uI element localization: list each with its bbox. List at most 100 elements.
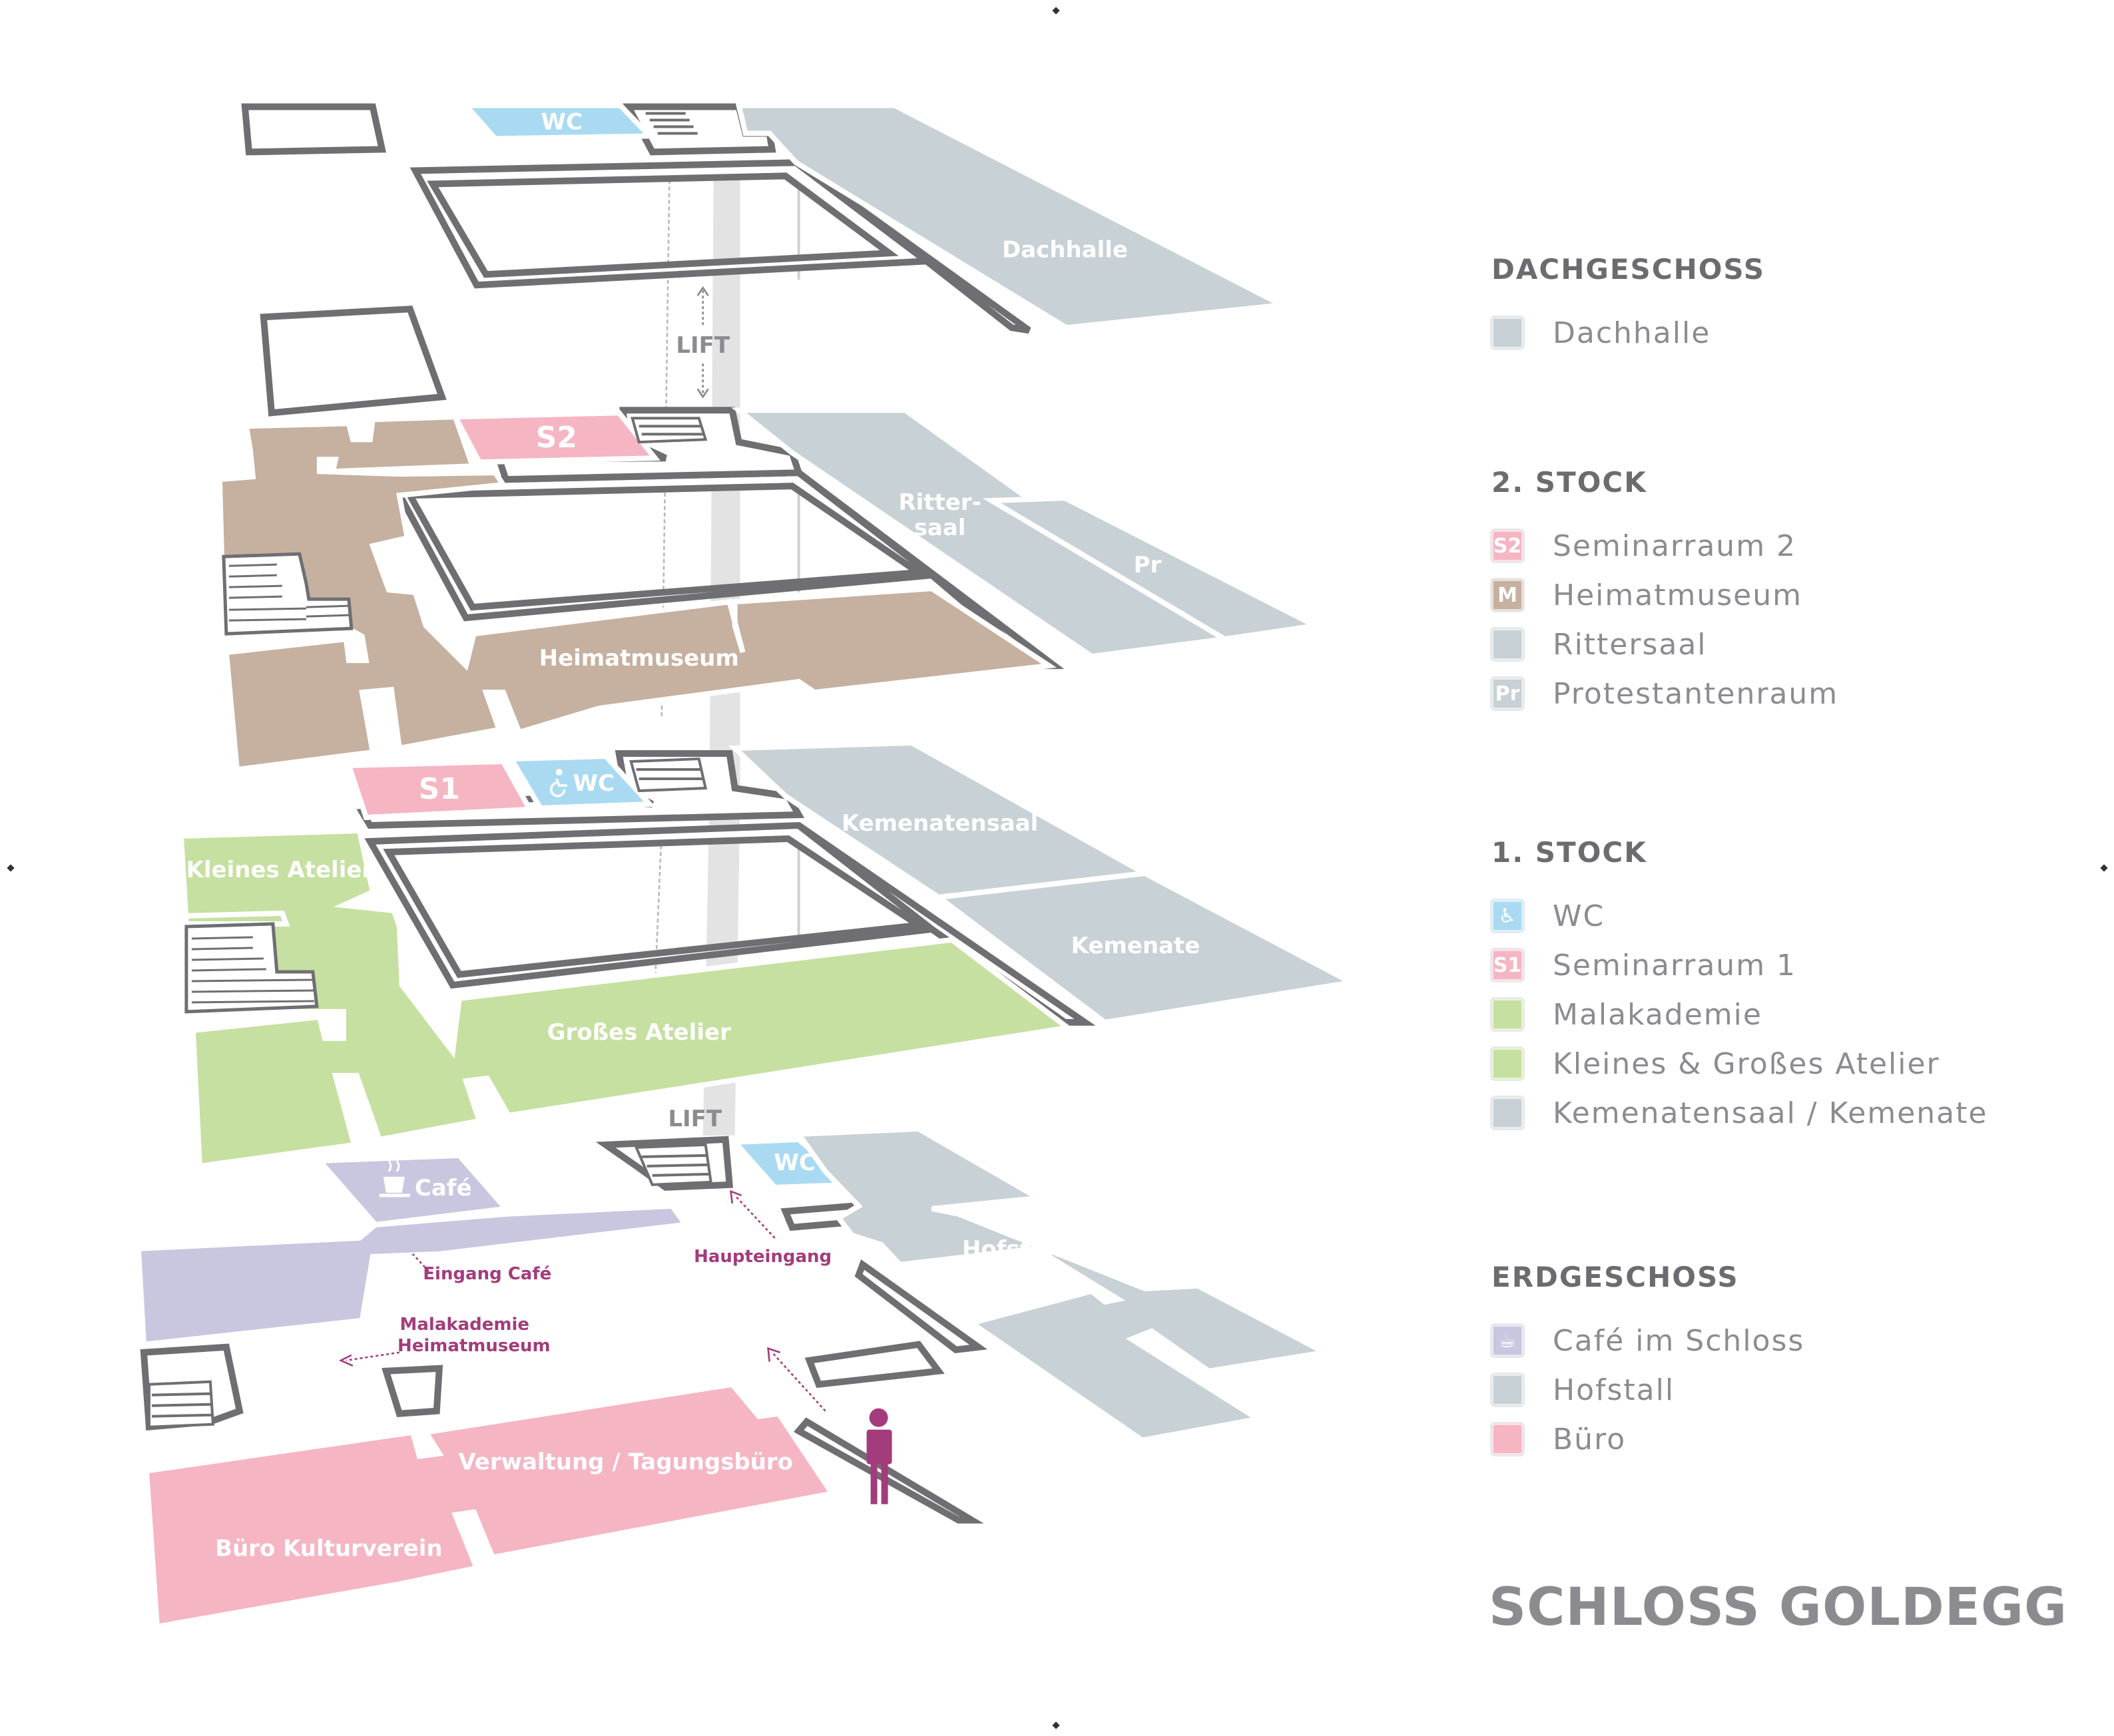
arrow-malakademie	[346, 1351, 400, 1362]
label-eingang-cafe: Eingang Café	[423, 1264, 551, 1284]
label-kemenatensaal: Kemenatensaal	[842, 810, 1038, 837]
legend-swatch: Pr	[1491, 678, 1523, 710]
brand-title: SCHLOSS GOLDEGG	[1489, 1578, 2068, 1637]
attic-outline-small	[241, 103, 387, 156]
stairs-2nd	[631, 417, 708, 444]
label-rittersaal-2: saal	[914, 515, 966, 541]
legend-swatch: S1	[1491, 949, 1523, 981]
legend-label: Büro	[1553, 1422, 1627, 1456]
label-s1: S1	[419, 772, 460, 806]
cup-icon	[379, 1160, 410, 1197]
person-icon	[866, 1408, 892, 1504]
legend-1-stock: 1. STOCK ♿ WC S1 Seminarraum 1 Malakadem…	[1491, 836, 1987, 1138]
ground-outline-walls	[780, 1202, 987, 1389]
legend-dachgeschoss: DACHGESCHOSS Dachhalle	[1491, 253, 1765, 357]
room-dachhalle	[735, 103, 1292, 331]
legend-label: Heimatmuseum	[1553, 578, 1802, 612]
floor-dachgeschoss	[241, 103, 1292, 334]
label-haupteingang: Haupteingang	[694, 1247, 832, 1267]
label-wc-ground: WC	[774, 1150, 815, 1176]
legend-item: Dachhalle	[1491, 308, 1765, 357]
label-malakademie-line2: Heimatmuseum	[397, 1336, 551, 1356]
arrowhead-malakademie	[338, 1354, 354, 1367]
legend-label: Protestantenraum	[1553, 676, 1839, 711]
room-verwaltung	[143, 1381, 837, 1630]
legend-label: Malakademie	[1553, 997, 1762, 1032]
label-rittersaal-1: Ritter-	[898, 489, 981, 516]
2nd-outline-small	[260, 306, 447, 417]
label-lift-top: LIFT	[676, 332, 730, 359]
label-s2: S2	[536, 421, 577, 455]
shaft-lines	[654, 166, 670, 986]
legend-swatch	[1491, 628, 1523, 660]
legend-item: S1 Seminarraum 1	[1491, 941, 1987, 990]
label-malakademie-line1: Malakademie	[400, 1315, 529, 1335]
legend-swatch	[1491, 1374, 1523, 1406]
label-verwaltung: Verwaltung / Tagungsbüro	[458, 1449, 793, 1476]
arrow-haupteingang	[734, 1194, 776, 1239]
floor-erdgeschoss	[135, 1126, 1333, 1630]
stairs-ground	[634, 1143, 712, 1186]
room-hofstall	[794, 1126, 1333, 1443]
room-heimatmuseum	[216, 414, 1057, 773]
legend-swatch: ☕	[1491, 1325, 1523, 1357]
legend-label: Kleines & Großes Atelier	[1553, 1046, 1940, 1081]
legend-item: Hofstall	[1491, 1365, 1804, 1414]
legend-label: WC	[1553, 899, 1605, 933]
room-cafe	[314, 1152, 511, 1228]
legend-item: Büro	[1491, 1414, 1804, 1464]
label-pr: Pr	[1134, 552, 1162, 578]
legend-label: Dachhalle	[1553, 316, 1711, 350]
label-wc-attic: WC	[541, 108, 583, 135]
label-lift-ground: LIFT	[668, 1106, 722, 1132]
arrow-main-entrance	[771, 1351, 826, 1412]
legend-erdgeschoss: ERDGESCHOSS ☕ Café im Schloss Hofstall B…	[1491, 1261, 1804, 1464]
legend-item: Rittersaal	[1491, 620, 1838, 669]
legend-swatch: M	[1491, 579, 1523, 611]
legend-swatch	[1491, 317, 1523, 349]
legend-label: Seminarraum 2	[1553, 529, 1797, 563]
legend-label: Hofstall	[1553, 1373, 1675, 1407]
floor-2-stock	[216, 306, 1324, 773]
legend-label: Kemenatensaal / Kemenate	[1553, 1096, 1988, 1130]
lift-arrowheads-top	[696, 286, 709, 399]
legend-swatch	[1491, 998, 1523, 1030]
legend-swatch	[1491, 1097, 1523, 1129]
label-buero-kulturverein: Büro Kulturverein	[215, 1536, 443, 1562]
legend-item: S2 Seminarraum 2	[1491, 521, 1838, 570]
legend-item: Pr Protestantenraum	[1491, 669, 1838, 718]
legend-item: Kemenatensaal / Kemenate	[1491, 1088, 1987, 1138]
legend-label: Seminarraum 1	[1553, 948, 1797, 982]
room-protestantenraum	[982, 495, 1324, 642]
legend-label: Café im Schloss	[1553, 1323, 1805, 1358]
stairs-attic	[645, 112, 698, 135]
attic-outline-side	[794, 160, 1031, 334]
heimatmuseum-stair-lines	[228, 563, 349, 622]
room-s2	[451, 410, 661, 465]
legend-item: Kleines & Großes Atelier	[1491, 1039, 1987, 1088]
heimatmuseum-stairs	[222, 552, 354, 636]
stairs-ground-left	[147, 1380, 215, 1428]
room-wc-attic	[459, 103, 656, 142]
wheelchair-icon	[550, 769, 567, 797]
legend-2-stock: 2. STOCK S2 Seminarraum 2 M Heimatmuseum…	[1491, 466, 1838, 718]
arrowhead-haupteingang	[730, 1190, 742, 1203]
legend-item: ♿ WC	[1491, 891, 1987, 941]
legend-swatch: S2	[1491, 530, 1523, 562]
ground-outline-corridor	[382, 1365, 443, 1418]
room-wc-first	[506, 754, 656, 811]
room-rittersaal	[731, 407, 1232, 660]
legend-heading: ERDGESCHOSS	[1491, 1261, 1739, 1293]
label-cafe: Café	[415, 1175, 472, 1201]
label-grosses-atelier: Großes Atelier	[547, 1019, 731, 1046]
legend-swatch	[1491, 1423, 1523, 1455]
stairs-1st	[629, 757, 708, 793]
label-dachhalle: Dachhalle	[1002, 236, 1128, 263]
room-cafe-hall	[135, 1203, 690, 1348]
label-wc-first: WC	[573, 770, 615, 797]
legend-item: Malakademie	[1491, 990, 1987, 1039]
label-kleines-atelier: Kleines Atelier	[186, 857, 374, 883]
label-hofstall: Hofstall	[962, 1236, 1061, 1263]
label-heimatmuseum: Heimatmuseum	[539, 645, 739, 672]
label-kemenate: Kemenate	[1071, 933, 1200, 959]
